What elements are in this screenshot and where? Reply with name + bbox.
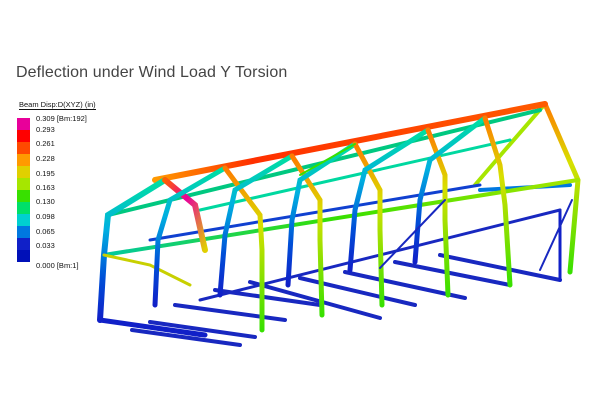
legend-swatch [17,214,30,226]
legend-swatch [17,142,30,154]
legend-color-bar [17,118,30,262]
legend-label: 0.130 [36,197,55,206]
legend-label: 0.163 [36,183,55,192]
legend-swatch [17,250,30,262]
legend-swatch [17,202,30,214]
legend-swatch [17,238,30,250]
legend-label: 0.033 [36,241,55,250]
legend-label: 0.261 [36,139,55,148]
legend-label: 0.065 [36,227,55,236]
page-title: Deflection under Wind Load Y Torsion [16,64,288,81]
legend-label: 0.293 [36,125,55,134]
base-rails [98,253,562,347]
frame-bays [97,115,513,338]
legend-label: 0.228 [36,154,55,163]
legend-swatch [17,178,30,190]
legend-swatch [17,118,30,130]
legend-swatch [17,190,30,202]
legend-label: 0.098 [36,212,55,221]
legend-label: 0.195 [36,169,55,178]
legend-title: Beam Disp:D(XYZ) (in) [19,100,96,110]
legend-swatch [17,130,30,142]
legend-label: 0.000 [Bm:1] [36,261,79,270]
legend-label: 0.309 [Bm:192] [36,114,87,123]
legend-swatch [17,154,30,166]
legend-swatch [17,226,30,238]
bracing [299,143,573,271]
legend-swatch [17,166,30,178]
